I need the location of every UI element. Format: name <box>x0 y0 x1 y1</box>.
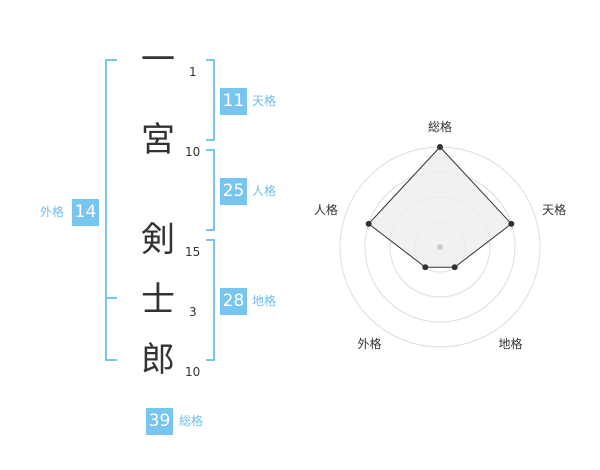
radar-point-4 <box>422 264 429 271</box>
gaikaku-bracket <box>105 59 117 361</box>
radar-point-2 <box>508 220 515 227</box>
stroke-count-2: 10 <box>185 145 201 159</box>
radar-axis-label-5: 人格 <box>314 202 338 217</box>
soukaku-value: 39 <box>146 408 173 435</box>
radar-axis-label-2: 天格 <box>542 202 566 217</box>
soukaku-label: 総格 <box>179 414 204 428</box>
stroke-count-3: 15 <box>185 245 201 259</box>
name-char-1: 一 <box>141 40 175 80</box>
stroke-count-5: 10 <box>185 365 201 379</box>
jinkaku-value: 25 <box>220 178 247 205</box>
chikaku-value: 28 <box>220 288 247 315</box>
gaikaku-label: 外格 <box>40 205 65 219</box>
radar-axis-label-1: 総格 <box>428 119 452 134</box>
radar-axis-label-3: 地格 <box>499 336 523 351</box>
radar-center <box>437 244 443 250</box>
name-char-5: 郎 <box>141 340 175 380</box>
name-char-2: 宮 <box>141 120 175 160</box>
chikaku-bracket <box>206 239 215 361</box>
name-char-4: 士 <box>141 280 175 320</box>
radar-axis-label-4: 外格 <box>357 336 381 351</box>
tenkaku-label: 天格 <box>252 94 277 108</box>
name-char-3: 剣 <box>141 220 175 260</box>
tenkaku-bracket <box>206 59 215 141</box>
radar-point-5 <box>365 220 372 227</box>
gaikaku-value: 14 <box>72 199 99 226</box>
chikaku-label: 地格 <box>252 294 277 308</box>
radar-area <box>367 146 513 268</box>
stroke-count-1: 1 <box>189 65 197 79</box>
tenkaku-value: 11 <box>220 88 247 115</box>
radar-point-1 <box>437 144 443 150</box>
jinkaku-bracket <box>206 149 215 231</box>
jinkaku-label: 人格 <box>252 184 277 198</box>
stroke-count-4: 3 <box>189 305 197 319</box>
radar-point-3 <box>451 264 458 271</box>
